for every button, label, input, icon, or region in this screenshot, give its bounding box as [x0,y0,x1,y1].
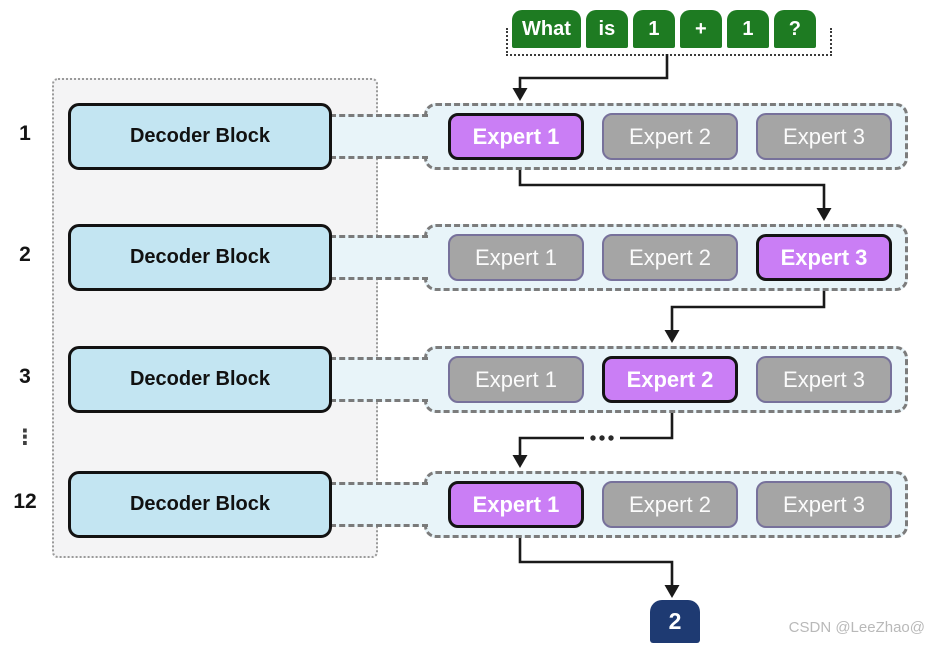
layer-number: 2 [19,243,31,266]
decoder-block: Decoder Block [68,346,332,413]
expert-box: Expert 1 [448,234,584,281]
expert-box: Expert 3 [756,234,892,281]
expert-box: Expert 2 [602,481,738,528]
decoder-expert-connector [330,482,428,527]
layer-number: 12 [13,490,37,513]
decoder-expert-connector [330,357,428,402]
prompt-token: 1 [726,10,769,48]
expert-box: Expert 3 [756,356,892,403]
prompt-dotted-outline [506,28,832,56]
layer-number: 3 [19,365,31,388]
decoder-expert-connector [330,114,428,159]
prompt-token-row: What is 1 + 1 ? [512,10,816,48]
output-token: 2 [650,600,700,643]
decoder-block: Decoder Block [68,103,332,170]
decoder-block: Decoder Block [68,224,332,291]
expert-box: Expert 1 [448,481,584,528]
prompt-token: is [585,10,628,48]
prompt-token: ? [773,10,816,48]
expert-row: Expert 1 Expert 2 Expert 3 [424,346,908,413]
expert-box: Expert 2 [602,356,738,403]
prompt-token: What [512,10,581,48]
layer-ellipsis: ⋮ [14,425,36,449]
layer-number: 1 [19,122,31,145]
expert-box: Expert 3 [756,481,892,528]
expert-box: Expert 1 [448,356,584,403]
expert-box: Expert 1 [448,113,584,160]
expert-row: Expert 1 Expert 2 Expert 3 [424,103,908,170]
expert-row: Expert 1 Expert 2 Expert 3 [424,224,908,291]
watermark-text: CSDN @LeeZhao@ [788,619,925,636]
expert-box: Expert 2 [602,113,738,160]
prompt-token: 1 [632,10,675,48]
expert-box: Expert 2 [602,234,738,281]
decoder-expert-connector [330,235,428,280]
decoder-block: Decoder Block [68,471,332,538]
expert-row: Expert 1 Expert 2 Expert 3 [424,471,908,538]
expert-box: Expert 3 [756,113,892,160]
prompt-token: + [679,10,722,48]
